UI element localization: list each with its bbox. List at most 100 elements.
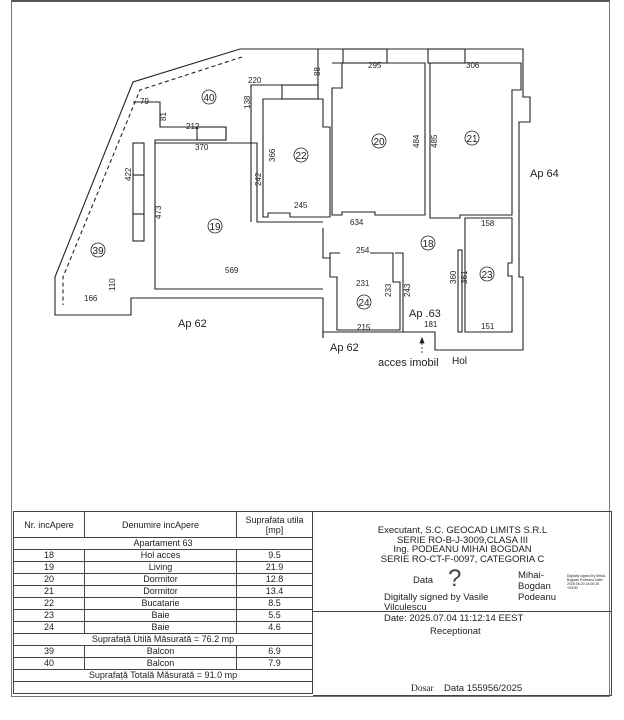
label-ap63: Ap .63 — [409, 308, 441, 320]
dim: 361 — [460, 270, 469, 284]
dim: 245 — [294, 201, 308, 210]
window-left — [132, 142, 145, 242]
header-area-label: Suprafata utila — [245, 514, 304, 525]
executant-line: SERIE RO-CT-F-0097, CATEGORIA C — [380, 553, 545, 565]
signed-by: Digitally signed by Vasile — [384, 592, 489, 603]
cell-area: 4.6 — [236, 621, 313, 634]
room-number: 18 — [422, 239, 434, 250]
signer-name-line: Bogdan — [518, 581, 551, 592]
dim: 88 — [313, 67, 322, 76]
cell-area: 13.4 — [236, 585, 313, 598]
dosar-label: Dosar — [411, 684, 434, 694]
cell-area: 7.9 — [236, 657, 313, 670]
label-hol: Hol — [452, 356, 467, 367]
received-stamp: Receptionat — [430, 626, 481, 637]
useful-total-row: Suprafață Utilă Măsurată = 76.2 mp — [13, 633, 313, 646]
floor-plan: 220 88 79 81 212 370 138 366 242 245 422… — [54, 48, 559, 369]
balcony-rail — [62, 56, 243, 305]
dim: 231 — [356, 279, 370, 288]
cell-nr: 39 — [13, 645, 85, 658]
cell-name: Balcon — [84, 657, 237, 670]
dim: 158 — [481, 219, 495, 228]
dim: 138 — [243, 95, 252, 109]
empty-row — [13, 681, 313, 694]
label-ap64: Ap 64 — [530, 168, 559, 180]
room-number: 23 — [481, 270, 493, 281]
dim: 212 — [186, 122, 200, 131]
cell-nr: 18 — [13, 549, 85, 562]
window-21 — [427, 48, 466, 64]
label-access: acces imobil — [378, 357, 439, 369]
apartment-row: Apartament 63 — [13, 537, 313, 550]
cell-name: Dormitor — [84, 573, 237, 586]
plan-labels: Ap 64 Ap 62 Ap 62 Ap .63 acces imobil Ho… — [178, 168, 559, 369]
dim: 110 — [108, 278, 117, 291]
signer-digital-note: Digitally signed by Mihai-Bogdan Podeanu… — [567, 574, 606, 590]
dim: 473 — [154, 205, 163, 219]
room-number: 24 — [358, 298, 370, 309]
header-area-unit: [mp] — [265, 524, 284, 535]
room-19-bottom — [154, 143, 323, 290]
room-number: 19 — [209, 222, 221, 233]
cell-name: Dormitor — [84, 585, 237, 598]
window-20 — [342, 48, 388, 64]
signer-name: Mihai- Bogdan Podeanu — [518, 570, 556, 603]
dim: 215 — [357, 323, 371, 332]
signer-name-line: Mihai- — [518, 570, 544, 581]
signature-mark: ? — [448, 565, 462, 592]
header-area: Suprafata utila[mp] — [236, 511, 313, 538]
wall-18 — [322, 228, 330, 259]
executant-block: Executant, S.C. GEOCAD LIMITS S.R.L SERI… — [313, 511, 612, 696]
cell-name: Living — [84, 561, 237, 574]
access-arrow-icon — [419, 336, 425, 355]
room-numbers — [90, 89, 495, 310]
signer-name-line: Podeanu — [518, 592, 557, 603]
rooms-table: Nr. incApere Denumire incApere Suprafata… — [13, 511, 313, 694]
header-nr: Nr. incApere — [13, 511, 85, 538]
header-name: Denumire incApere — [84, 511, 237, 538]
dim: 81 — [159, 112, 168, 121]
dim: 484 — [412, 134, 421, 148]
room-20-outline — [331, 62, 426, 216]
dim: 366 — [268, 148, 277, 162]
room-number-labels: 40 22 20 21 19 18 23 24 39 — [92, 93, 493, 309]
dim: 242 — [254, 172, 263, 186]
cell-name: Hol acces — [84, 549, 237, 562]
room-24-outline — [329, 252, 401, 331]
wall-left-block — [133, 101, 227, 143]
dim: 306 — [466, 61, 480, 70]
dim: 360 — [449, 270, 458, 284]
cell-nr: 24 — [13, 621, 85, 634]
dim: 151 — [481, 322, 495, 331]
cell-area: 9.5 — [236, 549, 313, 562]
cell-area: 5.5 — [236, 609, 313, 622]
dim: 243 — [403, 283, 412, 297]
dim: 254 — [356, 246, 370, 255]
dim: 79 — [140, 97, 149, 106]
table-header: Nr. incApere Denumire incApere Suprafata… — [13, 511, 313, 538]
signed-date: Date: 2025.07.04 11:12:14 EEST — [384, 613, 524, 624]
room-number: 39 — [92, 246, 104, 257]
dim: 181 — [424, 320, 438, 329]
data-label: Data — [413, 575, 434, 586]
dim: 233 — [384, 283, 393, 297]
dim: 634 — [350, 218, 364, 227]
cell-nr: 20 — [13, 573, 85, 586]
cell-name: Baie — [84, 609, 237, 622]
room-21-outline — [429, 62, 522, 219]
room-number: 22 — [295, 151, 307, 162]
cell-nr: 19 — [13, 561, 85, 574]
cell-area: 8.5 — [236, 597, 313, 610]
dim: 220 — [248, 76, 262, 85]
room-23-outline — [464, 217, 513, 333]
dim: 370 — [195, 143, 209, 152]
dimensions: 220 88 79 81 212 370 138 366 242 245 422… — [84, 61, 495, 332]
